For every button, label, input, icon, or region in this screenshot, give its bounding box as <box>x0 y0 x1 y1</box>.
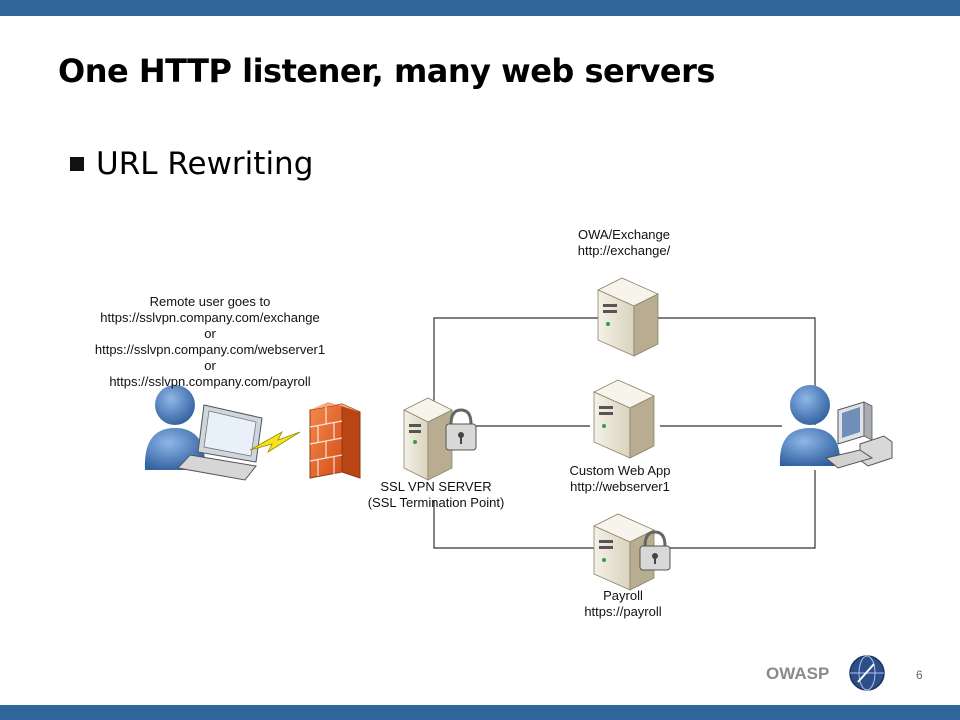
owa-server-url: http://exchange/ <box>577 243 671 258</box>
bullet-text: URL Rewriting <box>96 146 314 182</box>
custom-web-app-label: Custom Web App http://webserver1 <box>540 463 700 495</box>
remote-note-line: https://sslvpn.company.com/webserver1 <box>94 342 326 357</box>
payroll-label: Payroll https://payroll <box>543 588 703 620</box>
owa-server-icon <box>597 277 659 357</box>
bullet-item: URL Rewriting <box>70 146 313 182</box>
internal-user-icon <box>779 385 841 466</box>
vpn-server-note: (SSL Termination Point) <box>367 495 505 510</box>
firewall-icon <box>309 402 361 479</box>
owasp-logo-icon <box>849 655 885 691</box>
bottom-bar <box>0 705 960 720</box>
remote-note-label: Remote user goes to https://sslvpn.compa… <box>60 294 360 390</box>
payroll-padlock-icon <box>639 530 671 571</box>
square-bullet-icon <box>70 157 84 171</box>
desktop-computer-icon <box>824 401 893 469</box>
laptop-icon <box>177 404 263 481</box>
owa-server-name: OWA/Exchange <box>577 227 670 242</box>
vpn-server-name: SSL VPN SERVER <box>380 479 492 494</box>
page-number: 6 <box>916 668 923 682</box>
payroll-name: Payroll <box>603 588 643 603</box>
remote-note-line: Remote user goes to <box>149 294 271 309</box>
remote-note-line: https://sslvpn.company.com/payroll <box>109 374 311 389</box>
padlock-icon <box>445 408 477 451</box>
footer-brand: OWASP <box>766 664 830 683</box>
owa-server-label: OWA/Exchange http://exchange/ <box>544 227 704 259</box>
remote-note-line: https://sslvpn.company.com/exchange <box>100 310 320 325</box>
payroll-url: https://payroll <box>584 604 662 619</box>
custom-web-app-url: http://webserver1 <box>570 479 670 494</box>
custom-web-app-name: Custom Web App <box>569 463 671 478</box>
slide-title: One HTTP listener, many web servers <box>58 52 715 90</box>
top-bar <box>0 0 960 16</box>
lightning-bolt-icon <box>249 431 301 454</box>
vpn-server-icon <box>403 397 453 481</box>
remote-note-line: or <box>204 358 216 373</box>
vpn-server-label: SSL VPN SERVER (SSL Termination Point) <box>336 479 536 511</box>
custom-web-app-server-icon <box>593 379 655 459</box>
remote-note-line: or <box>204 326 216 341</box>
